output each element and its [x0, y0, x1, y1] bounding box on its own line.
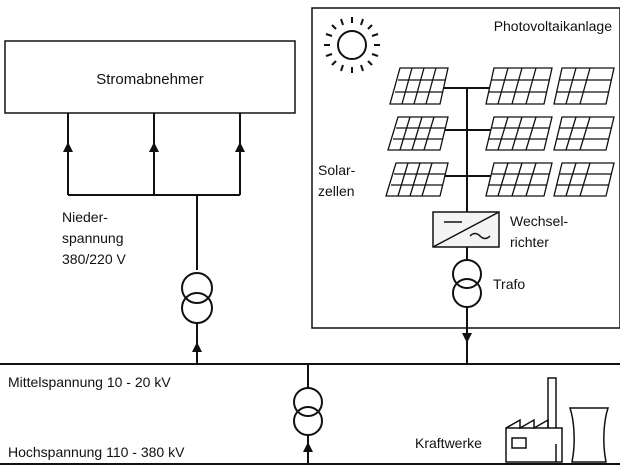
consumer-box — [4, 40, 296, 114]
svg-text:spannung: spannung — [62, 230, 124, 246]
power-plant-label: Kraftwerke — [415, 435, 482, 451]
solar-panel — [485, 116, 553, 151]
transformer-left-icon — [181, 272, 213, 324]
low-voltage-distribution — [67, 113, 241, 270]
arrow-up-middle — [303, 442, 313, 452]
svg-text:zellen: zellen — [318, 183, 355, 199]
solar-panel — [553, 67, 615, 105]
arrow-down-pv — [462, 333, 472, 343]
high-voltage-label: Hochspannung 110 - 380 kV — [8, 444, 185, 460]
sun-icon — [324, 17, 380, 73]
svg-text:Solar-: Solar- — [318, 162, 356, 178]
solar-panel — [485, 162, 553, 197]
low-voltage-label: Nieder- spannung 380/220 V — [62, 209, 126, 267]
solar-panel — [485, 67, 553, 105]
pv-title: Photovoltaikanlage — [494, 18, 613, 34]
consumer-label: Stromabnehmer — [96, 71, 204, 88]
svg-text:richter: richter — [510, 234, 549, 250]
svg-text:Nieder-: Nieder- — [62, 209, 108, 225]
solar-panels — [385, 67, 615, 197]
solar-panel — [553, 116, 615, 151]
svg-text:380/220 V: 380/220 V — [62, 251, 126, 267]
transformer-middle-icon — [293, 387, 323, 436]
trafo-label: Trafo — [493, 276, 525, 292]
power-plant-icon — [505, 377, 610, 463]
medium-voltage-label: Mittelspannung 10 - 20 kV — [8, 374, 171, 390]
inverter-icon — [432, 211, 500, 248]
solar-panel — [387, 116, 449, 151]
solar-panel — [385, 162, 449, 197]
svg-text:Wechsel-: Wechsel- — [510, 213, 568, 229]
solar-panel — [553, 162, 615, 197]
inverter-label: Wechsel- richter — [510, 213, 568, 250]
distribution-arrows — [63, 142, 245, 152]
solar-panel — [389, 67, 449, 105]
arrow-up-left — [192, 342, 202, 352]
pv-wiring — [442, 87, 492, 212]
solar-cells-label: Solar- zellen — [318, 162, 356, 199]
transformer-pv-icon — [452, 259, 482, 308]
